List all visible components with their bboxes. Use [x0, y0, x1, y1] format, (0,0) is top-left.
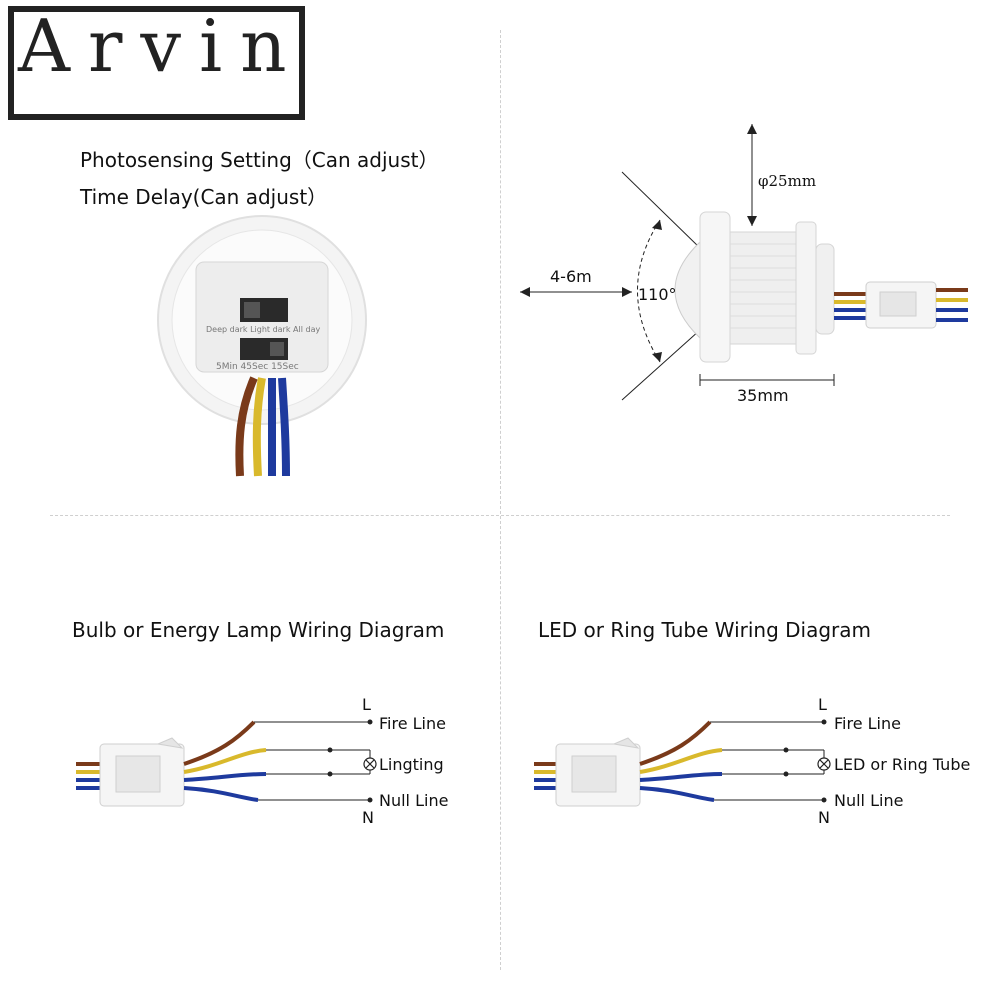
- vertical-divider: [500, 30, 501, 970]
- led-null-line-label: Null Line: [834, 791, 904, 810]
- photosensing-label: Photosensing Setting（Can adjust）: [80, 148, 439, 172]
- bulb-null-line-label: Null Line: [379, 791, 449, 810]
- led-N-label: N: [818, 808, 830, 827]
- length-label: 35mm: [737, 386, 789, 405]
- led-load-label: LED or Ring Tube: [834, 755, 971, 774]
- logo-frame: [8, 6, 305, 120]
- angle-label: 110°: [638, 285, 677, 304]
- diameter-label: φ25mm: [758, 172, 817, 190]
- bulb-fire-line-label: Fire Line: [379, 714, 446, 733]
- switch-top-text: Deep dark Light dark All day: [206, 325, 321, 334]
- bulb-L-label: L: [362, 695, 371, 714]
- switch-bottom-text: 5Min 45Sec 15Sec: [216, 362, 299, 372]
- horizontal-divider: [50, 515, 950, 516]
- bulb-diagram-title: Bulb or Energy Lamp Wiring Diagram: [72, 618, 445, 642]
- time-delay-label: Time Delay(Can adjust）: [80, 185, 328, 209]
- bulb-N-label: N: [362, 808, 374, 827]
- bulb-load-label: Lingting: [379, 755, 444, 774]
- led-fire-line-label: Fire Line: [834, 714, 901, 733]
- range-label: 4-6m: [550, 267, 592, 286]
- led-L-label: L: [818, 695, 827, 714]
- led-diagram-title: LED or Ring Tube Wiring Diagram: [538, 618, 872, 642]
- logo-text: Arvin: [18, 4, 305, 88]
